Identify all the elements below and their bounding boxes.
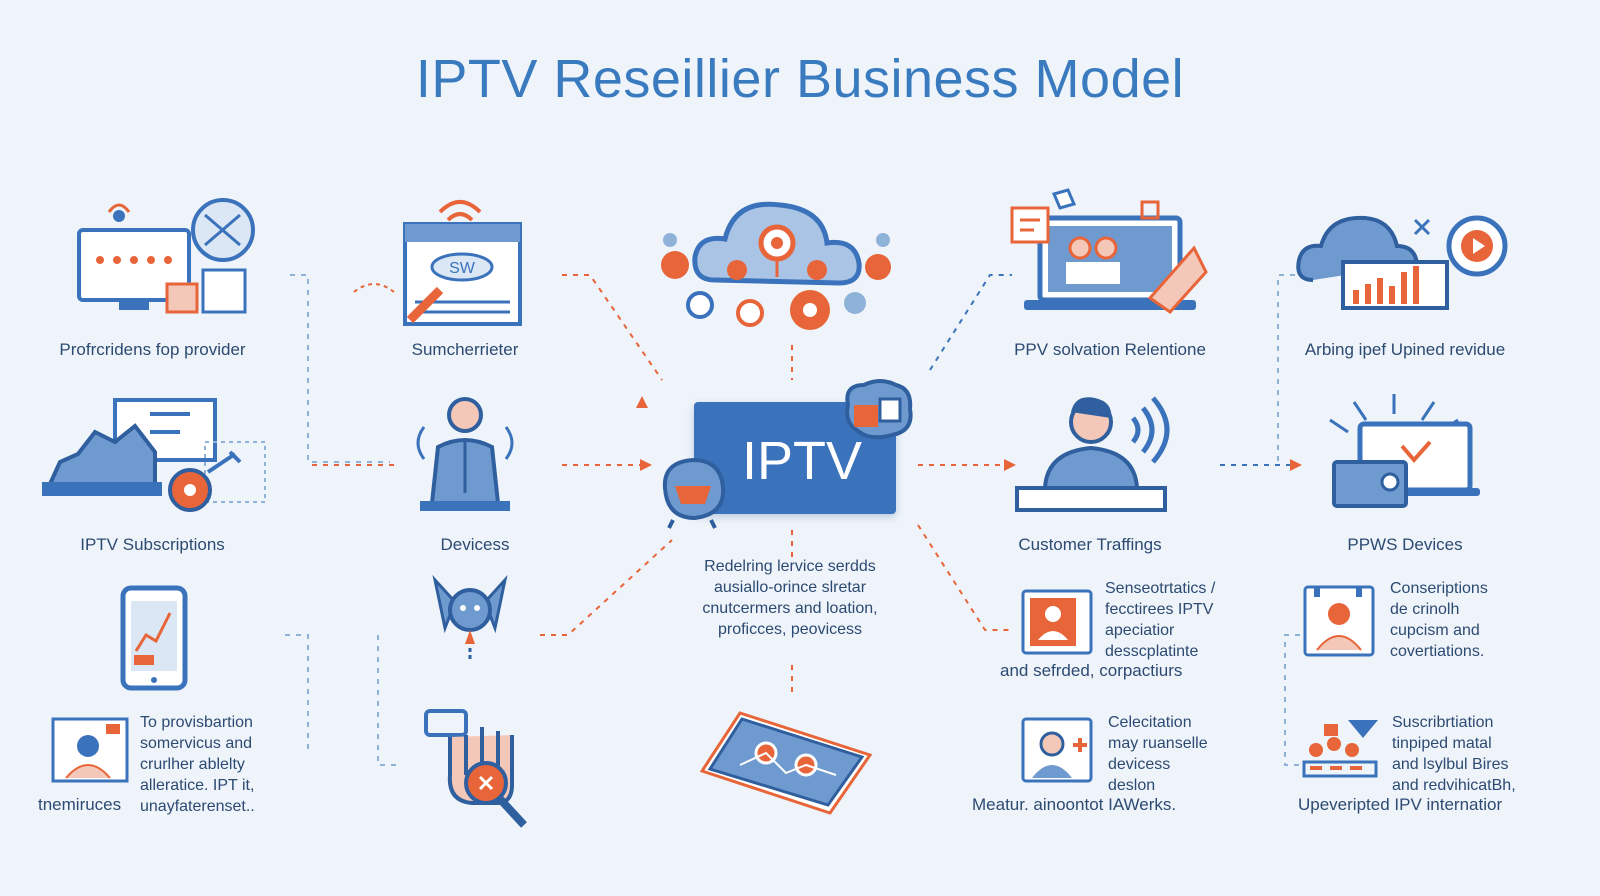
provider-workstation-icon [75,190,265,330]
cloud-analytics-icon [1295,200,1535,315]
label-ppws-devices: PPWS Devices [1347,535,1463,554]
text-celecitation-note: Meatur. ainoontot IAWerks. [972,795,1177,814]
tablet-network-icon [700,705,875,820]
cloud-network-icon [655,185,915,345]
user-profile-card-icon [1020,588,1095,658]
text-provisioning: To provisbartion somervicus and crurlher… [140,714,255,815]
medical-user-icon [1020,716,1095,784]
connector-top-right-diag [929,274,1012,371]
consumer-portrait-icon [1302,584,1377,659]
customer-broadcast-icon [1015,380,1185,520]
text-conseriptions: Conseriptions de crinolh cupcism and cov… [1390,580,1488,660]
text-provisioning-note: tnemiruces [38,795,122,814]
label-arbing-revenue: Arbing ipef Upined revidue [1304,340,1506,359]
team-network-icon [1300,716,1385,784]
label-subscriber: Sumcherrieter [411,340,519,359]
text-suscribrtiation-note: Upeveripted IPV internatior [1298,795,1503,814]
ppws-devices-icon [1310,390,1480,515]
text-celecitation: Celecitation may ruanselle devicess desl… [1108,714,1208,794]
ppv-laptop-icon [1010,188,1220,333]
subscriber-badge-text: SW [449,260,476,277]
connector-bottom-right-diag [917,524,1012,631]
arrow-head-center-in [640,459,652,471]
reseller-person-icon [410,393,520,518]
router-badge-icon [840,375,920,445]
arrow-head-up [636,396,648,408]
diagram-title: IPTV Reseillier Business Model [415,49,1185,109]
connector-bottom-left-diag [540,539,673,636]
smartphone-chart-icon [120,585,190,693]
label-ppv-solution: PPV solvation Relentione [1014,340,1206,359]
cloud-robot-icon [425,572,515,662]
connector-left-bottom [285,634,309,755]
text-senseotrtatics-note: and sefrded, corpactiurs [1000,661,1183,680]
hand-search-icon [420,705,535,835]
connector-top-left-diag [562,274,663,381]
arrow-head-right [1290,459,1302,471]
support-agent-card-icon [50,716,130,784]
label-devices: Devicess [440,535,510,554]
center-description: Redelring lervice serdds ausiallo-orince… [702,558,878,638]
subscription-warehouse-icon [40,392,270,522]
connector-right-bottom [1284,634,1300,766]
box-device-icon [655,448,740,533]
subscriber-browser-icon: SW [350,192,530,332]
arrow-head-customer [1004,459,1016,471]
connector-right-top [1277,274,1295,462]
connector-lower-left [377,635,400,766]
label-provider: Profrcridens fop provider [59,340,246,359]
connector-left-top [290,274,390,463]
label-customer-traffings: Customer Traffings [1018,535,1162,554]
text-senseotrtatics: Senseotrtatics / fecctirees IPTV apeciat… [1105,580,1216,660]
text-suscribrtiation: Suscribrtiation tinpiped matal and lsylb… [1392,714,1516,794]
label-iptv-subscriptions: IPTV Subscriptions [80,535,225,554]
iptv-center-label: IPTV [742,431,863,491]
